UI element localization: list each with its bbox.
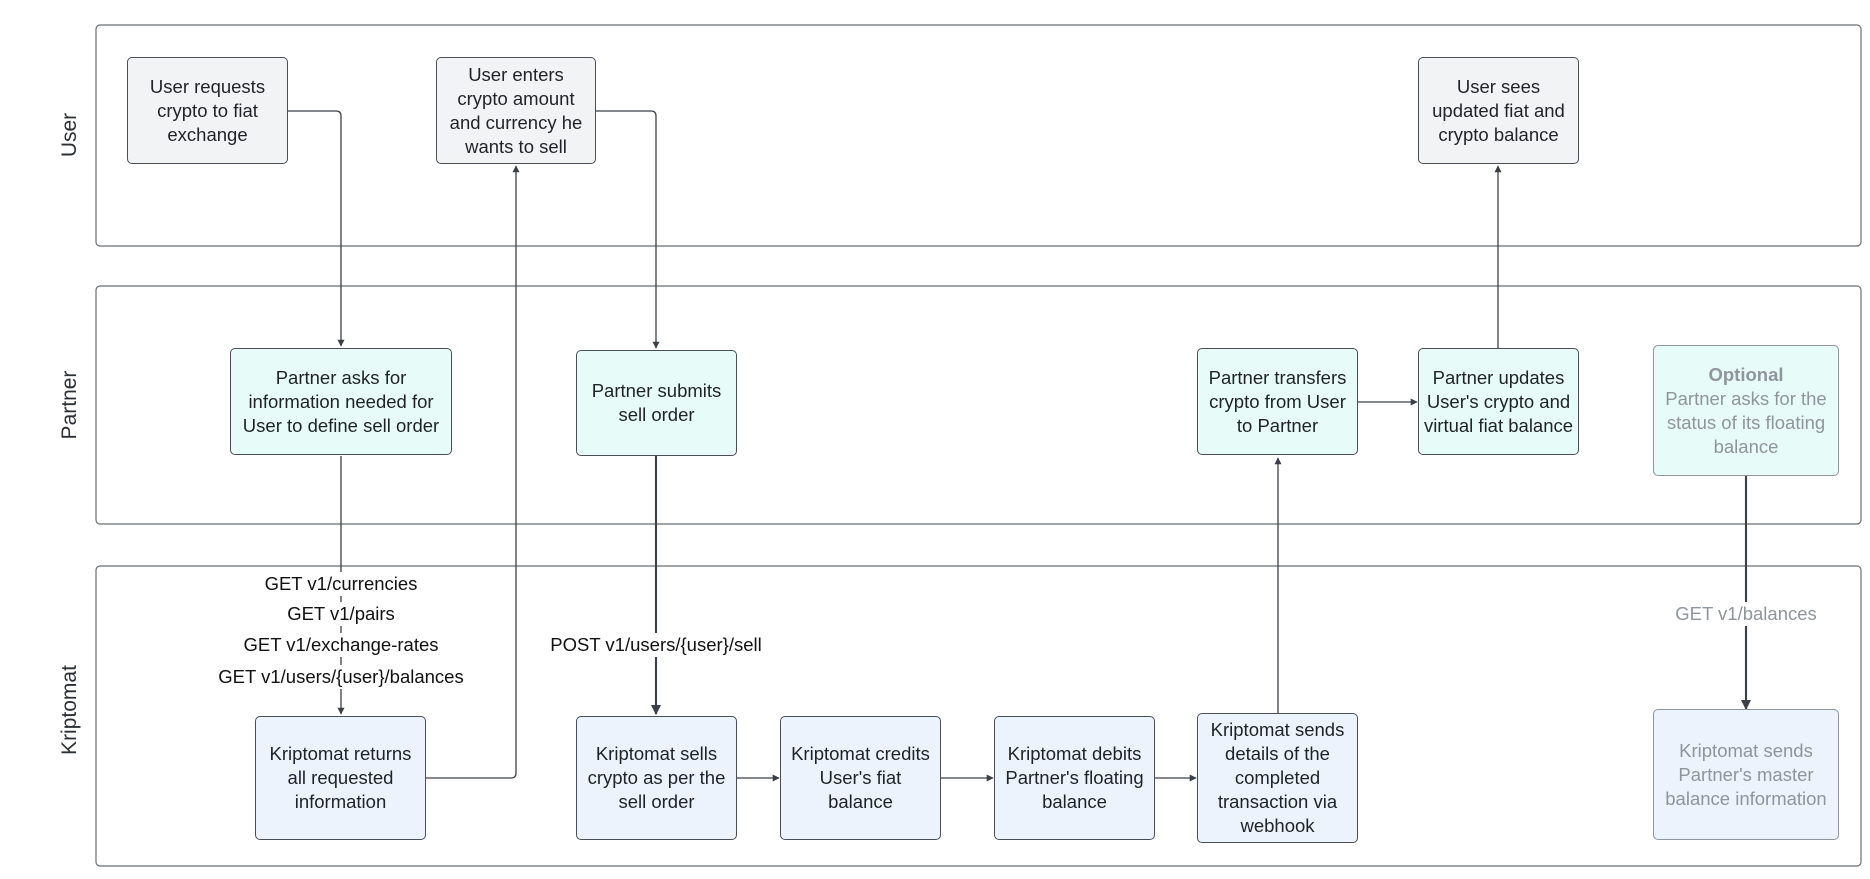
node-kripto-debits-text: Kriptomat debits Partner's floating bala… <box>1005 743 1144 812</box>
node-user-enter: User enters crypto amount and currency h… <box>436 57 596 164</box>
edge-user-enter-to-partner-submits <box>596 110 660 349</box>
api-label-balances: GET v1/balances <box>1673 602 1819 626</box>
node-partner-updates-text: Partner updates User's crypto and virtua… <box>1423 366 1574 436</box>
node-partner-asks-text: Partner asks for information needed for … <box>242 366 440 436</box>
edge-user-request-to-partner-asks <box>288 110 345 347</box>
node-kripto-master: Kriptomat sends Partner's master balance… <box>1653 709 1839 840</box>
node-kripto-sells: Kriptomat sells crypto as per the sell o… <box>576 716 737 840</box>
api-label-user-balances: GET v1/users/{user}/balances <box>216 665 466 689</box>
node-partner-optional-text: Partner asks for the status of its float… <box>1665 387 1827 457</box>
lane-label-user: User <box>58 113 81 157</box>
node-partner-optional-title: Optional <box>1708 363 1784 385</box>
node-partner-submits: Partner submits sell order <box>576 350 737 456</box>
node-partner-transfers-text: Partner transfers crypto from User to Pa… <box>1208 366 1347 436</box>
lane-label-kriptomat: Kriptomat <box>58 665 81 755</box>
node-kripto-sells-text: Kriptomat sells crypto as per the sell o… <box>587 743 726 812</box>
node-user-sees-text: User sees updated fiat and crypto balanc… <box>1432 75 1565 145</box>
node-kripto-master-text: Kriptomat sends Partner's master balance… <box>1665 739 1827 809</box>
node-partner-updates: Partner updates User's crypto and virtua… <box>1418 348 1579 455</box>
node-kripto-credits-text: Kriptomat credits User's fiat balance <box>791 743 930 812</box>
node-partner-transfers: Partner transfers crypto from User to Pa… <box>1197 348 1358 455</box>
api-label-currencies: GET v1/currencies <box>262 572 420 596</box>
node-kripto-returns-text: Kriptomat returns all requested informat… <box>269 743 412 812</box>
node-kripto-sends: Kriptomat sends details of the completed… <box>1197 713 1358 843</box>
lane-label-partner: Partner <box>58 371 81 440</box>
lane-kriptomat <box>95 565 1862 867</box>
node-partner-optional: Optional Partner asks for the status of … <box>1653 345 1839 476</box>
api-label-pairs: GET v1/pairs <box>285 602 397 626</box>
node-user-sees: User sees updated fiat and crypto balanc… <box>1418 57 1579 164</box>
api-label-exchange-rates: GET v1/exchange-rates <box>241 633 441 657</box>
edge-kripto-returns-to-user-enter <box>426 165 520 779</box>
node-kripto-returns: Kriptomat returns all requested informat… <box>255 716 426 840</box>
node-partner-asks: Partner asks for information needed for … <box>230 348 452 455</box>
node-user-request: User requests crypto to fiat exchange <box>127 57 288 164</box>
lane-partner <box>95 285 1862 525</box>
node-kripto-debits: Kriptomat debits Partner's floating bala… <box>994 716 1155 840</box>
node-user-request-text: User requests crypto to fiat exchange <box>149 75 266 145</box>
node-user-enter-text: User enters crypto amount and currency h… <box>449 63 583 157</box>
node-kripto-credits: Kriptomat credits User's fiat balance <box>780 716 941 840</box>
lane-user <box>95 24 1862 247</box>
node-partner-submits-text: Partner submits sell order <box>591 380 722 425</box>
api-label-sell: POST v1/users/{user}/sell <box>548 633 764 657</box>
node-kripto-sends-text: Kriptomat sends details of the completed… <box>1210 719 1345 836</box>
